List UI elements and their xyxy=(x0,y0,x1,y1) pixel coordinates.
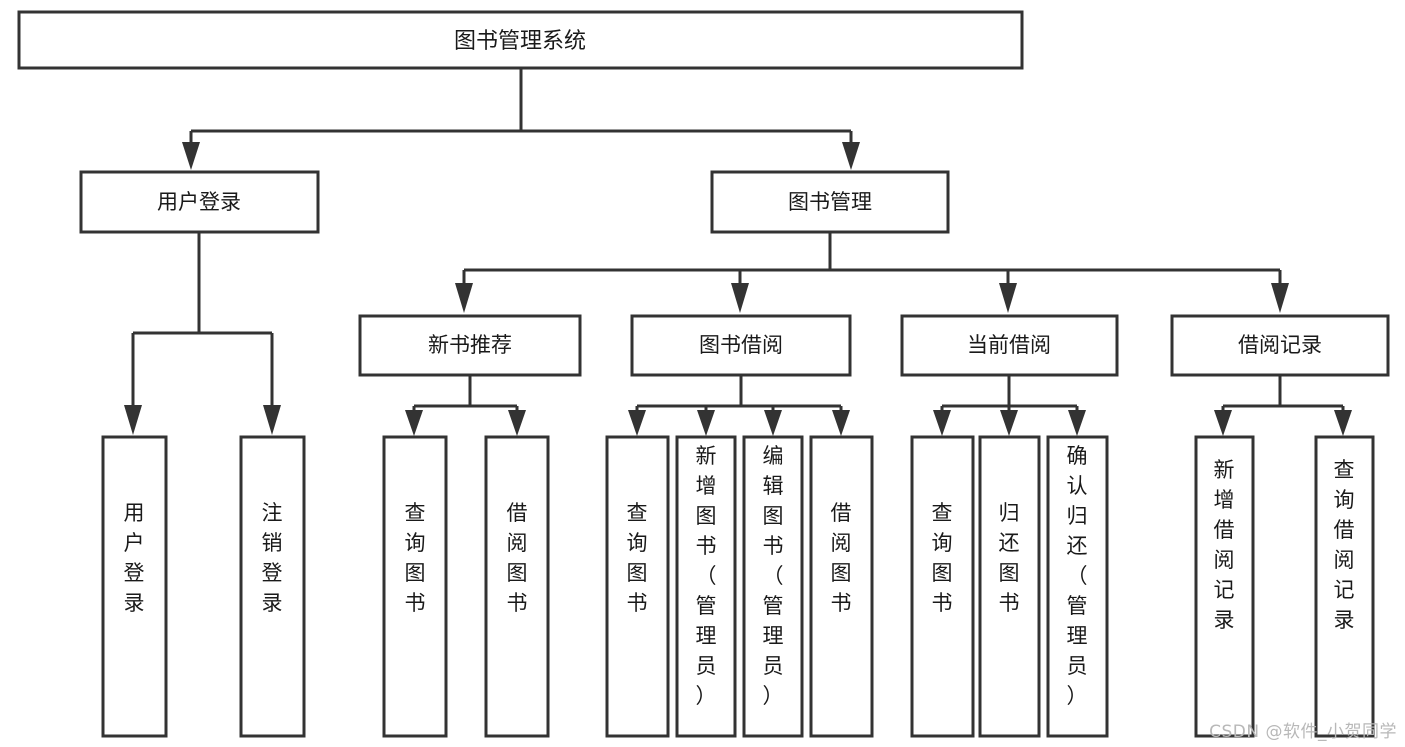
connector-current-borrow-to-leaves xyxy=(933,375,1086,436)
node-borrow-record-label: 借阅记录 xyxy=(1238,333,1322,357)
arrow-to-leaf-return-book xyxy=(1000,410,1018,436)
arrow-to-leaf-add-book xyxy=(697,410,715,436)
leaf-add-record[interactable]: 新增借阅记录 xyxy=(1194,435,1255,738)
node-book-management[interactable]: 图书管理 xyxy=(710,170,950,234)
arrow-to-leaf-edit-book xyxy=(764,410,782,436)
arrow-to-leaf-confirm-return xyxy=(1068,410,1086,436)
leaf-user-login-label: 用户登录 xyxy=(124,501,145,615)
node-new-book-recommend-label: 新书推荐 xyxy=(428,333,512,357)
leaf-return-book[interactable]: 归还图书 xyxy=(978,435,1041,738)
arrow-to-leaf-add-record xyxy=(1214,410,1232,436)
connector-new-book-recommend-to-leaves xyxy=(405,375,526,436)
arrow-to-book-borrow xyxy=(731,283,749,313)
leaf-confirm-return-label: 确认归还（管理员） xyxy=(1067,444,1088,708)
arrow-to-leaf-user-login xyxy=(124,405,142,435)
leaf-borrow-book-1[interactable]: 借阅图书 xyxy=(484,435,550,738)
arrow-to-borrow-record xyxy=(1271,283,1289,313)
node-book-management-label: 图书管理 xyxy=(788,190,872,214)
node-root[interactable]: 图书管理系统 xyxy=(17,10,1024,70)
leaf-borrow-book-1-label: 借阅图书 xyxy=(507,501,528,615)
connector-user-login-to-leaves xyxy=(124,232,281,435)
leaf-query-book-1-label: 查询图书 xyxy=(405,501,426,615)
arrow-to-book-management xyxy=(842,142,860,170)
node-user-login-label: 用户登录 xyxy=(157,190,241,214)
leaf-add-book-label: 新增图书（管理员） xyxy=(696,444,717,708)
watermark: CSDN @软件_小贺同学 xyxy=(1209,722,1397,742)
arrow-to-leaf-query-record xyxy=(1334,410,1352,436)
leaf-user-logout-label: 注销登录 xyxy=(262,501,283,615)
leaf-edit-book-label: 编辑图书（管理员） xyxy=(763,444,784,708)
leaf-query-book-3[interactable]: 查询图书 xyxy=(910,435,975,738)
arrow-to-leaf-query-book-3 xyxy=(933,410,951,436)
node-current-borrow[interactable]: 当前借阅 xyxy=(900,314,1119,377)
arrow-to-current-borrow xyxy=(999,283,1017,313)
arrow-to-leaf-borrow-book-1 xyxy=(508,410,526,436)
arrow-to-leaf-user-logout xyxy=(263,405,281,435)
leaf-confirm-return[interactable]: 确认归还（管理员） xyxy=(1046,435,1109,738)
node-borrow-record[interactable]: 借阅记录 xyxy=(1170,314,1390,377)
node-book-borrow[interactable]: 图书借阅 xyxy=(630,314,852,377)
arrow-to-new-book-recommend xyxy=(455,283,473,313)
leaf-query-book-2[interactable]: 查询图书 xyxy=(605,435,670,738)
leaf-query-book-1[interactable]: 查询图书 xyxy=(382,435,448,738)
leaf-query-book-3-label: 查询图书 xyxy=(932,501,953,615)
arrow-to-leaf-query-book-1 xyxy=(405,410,423,436)
connector-root-to-level2 xyxy=(182,68,860,170)
connector-book-borrow-to-leaves xyxy=(628,375,850,436)
connector-borrow-record-to-leaves xyxy=(1214,375,1352,436)
leaf-add-book[interactable]: 新增图书（管理员） xyxy=(675,435,737,738)
node-new-book-recommend[interactable]: 新书推荐 xyxy=(358,314,582,377)
node-root-label: 图书管理系统 xyxy=(454,29,586,54)
leaf-add-record-label: 新增借阅记录 xyxy=(1214,458,1235,632)
node-book-borrow-label: 图书借阅 xyxy=(699,333,783,357)
node-current-borrow-label: 当前借阅 xyxy=(967,333,1051,357)
node-user-login[interactable]: 用户登录 xyxy=(79,170,320,234)
leaf-query-record[interactable]: 查询借阅记录 xyxy=(1314,435,1375,738)
arrow-to-leaf-borrow-book-2 xyxy=(832,410,850,436)
connector-book-management-to-level3 xyxy=(455,232,1289,313)
leaf-query-record-label: 查询借阅记录 xyxy=(1334,458,1355,632)
arrow-to-user-login xyxy=(182,142,200,170)
leaf-borrow-book-2[interactable]: 借阅图书 xyxy=(809,435,874,738)
leaf-borrow-book-2-label: 借阅图书 xyxy=(831,501,852,615)
leaf-user-logout[interactable]: 注销登录 xyxy=(239,435,306,738)
leaf-user-login[interactable]: 用户登录 xyxy=(101,435,168,738)
leaf-query-book-2-label: 查询图书 xyxy=(627,501,648,615)
arrow-to-leaf-query-book-2 xyxy=(628,410,646,436)
leaf-edit-book[interactable]: 编辑图书（管理员） xyxy=(742,435,804,738)
leaf-return-book-label: 归还图书 xyxy=(999,501,1020,615)
